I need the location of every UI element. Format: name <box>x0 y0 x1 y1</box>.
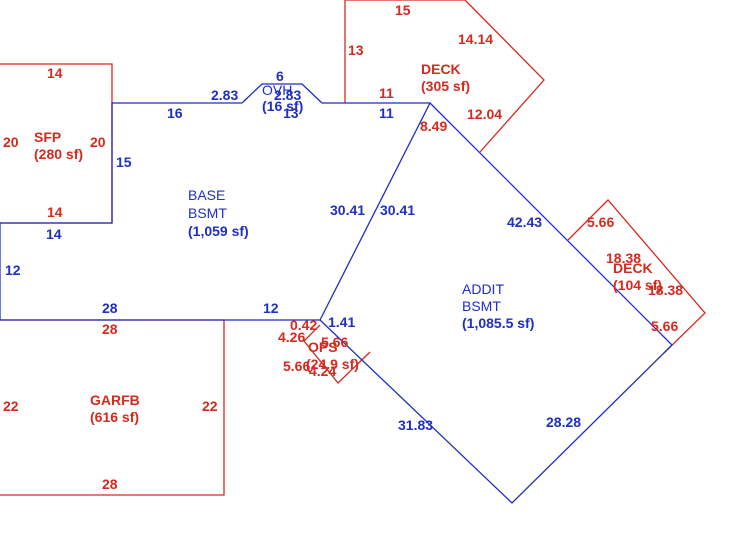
deck-right-name: DECK <box>613 260 653 276</box>
dim-addit-diag-3041: 30.41 <box>380 202 415 218</box>
dim-deck-11: 11 <box>379 85 394 101</box>
dim-sfp-bottom-14: 14 <box>47 204 63 220</box>
dim-base-top-16: 16 <box>167 105 183 121</box>
addit-name-2: BSMT <box>462 298 501 314</box>
dim-deck-1204: 12.04 <box>467 106 502 122</box>
dim-base-bottom-28: 28 <box>102 300 118 316</box>
dim-deck-13: 13 <box>348 42 364 58</box>
addit-area: (1,085.5 sf) <box>462 315 534 331</box>
dim-base-11: 11 <box>379 105 394 121</box>
dim-addit-2828: 28.28 <box>546 414 581 430</box>
garfb-area: (616 sf) <box>90 409 139 425</box>
base-name-1: BASE <box>188 187 225 203</box>
dim-ovh-13: 13 <box>283 105 299 121</box>
dim-ovh-283b: 2.83 <box>274 87 301 103</box>
dim-base-14: 14 <box>46 226 62 242</box>
dim-sfp-left-20: 20 <box>3 134 19 150</box>
dim-gar-right-22: 22 <box>202 398 218 414</box>
deck-right-area: (104 sf) <box>613 277 662 293</box>
dim-base-left-15: 15 <box>116 154 132 170</box>
dim-deck2-566b: 5.66 <box>651 318 678 334</box>
dim-gar-top-28: 28 <box>102 321 118 337</box>
ovh-name: OVH <box>262 82 292 98</box>
ops-area: (24.9 sf) <box>306 356 359 372</box>
base-bsmt-outline <box>0 102 432 321</box>
dim-base-bottom-12: 12 <box>263 300 279 316</box>
deck-top-outline <box>344 0 545 153</box>
dim-addit-3183: 31.83 <box>398 417 433 433</box>
base-name-2: BSMT <box>188 205 227 221</box>
dim-addit-141: 1.41 <box>328 314 355 330</box>
dim-deck-1414: 14.14 <box>458 31 493 47</box>
ops-outline <box>303 324 371 384</box>
garfb-name: GARFB <box>90 392 140 408</box>
dim-ops-426: 4.26 <box>278 329 305 345</box>
dim-ops-424: 4.24 <box>309 363 336 379</box>
dim-deck2-1838a: 18.38 <box>606 250 641 266</box>
dim-gar-bottom-28: 28 <box>102 476 118 492</box>
dim-sfp-right-20: 20 <box>90 134 106 150</box>
dim-deck-15: 15 <box>395 2 411 18</box>
ovh-outline <box>241 83 323 104</box>
dim-sfp-top-14: 14 <box>47 65 63 81</box>
dim-ops-042: 0.42 <box>290 317 317 333</box>
deck-top-name: DECK <box>421 61 461 77</box>
dim-gar-left-22: 22 <box>3 398 19 414</box>
ovh-area: (16 sf) <box>262 98 303 114</box>
dim-base-diag-3041: 30.41 <box>330 202 365 218</box>
dim-ops-566a: 5.66 <box>321 334 348 350</box>
base-area: (1,059 sf) <box>188 223 249 239</box>
dim-ovh-6: 6 <box>276 68 284 84</box>
dim-ops-566b: 5.66 <box>283 358 310 374</box>
dim-addit-4243: 42.43 <box>507 214 542 230</box>
sfp-area: (280 sf) <box>34 146 83 162</box>
sfp-name: SFP <box>34 129 61 145</box>
addit-name-1: ADDIT <box>462 281 504 297</box>
deck-right-outline <box>567 199 706 354</box>
dim-deck-849: 8.49 <box>420 118 447 134</box>
dim-deck2-1838b: 18.38 <box>648 282 683 298</box>
dim-deck2-566a: 5.66 <box>587 214 614 230</box>
dim-base-left-12: 12 <box>5 262 21 278</box>
ops-name: OPS <box>308 339 338 355</box>
dim-base-ovh-283: 2.83 <box>211 87 238 103</box>
deck-top-area: (305 sf) <box>421 78 470 94</box>
addit-bsmt-outline <box>319 102 673 504</box>
